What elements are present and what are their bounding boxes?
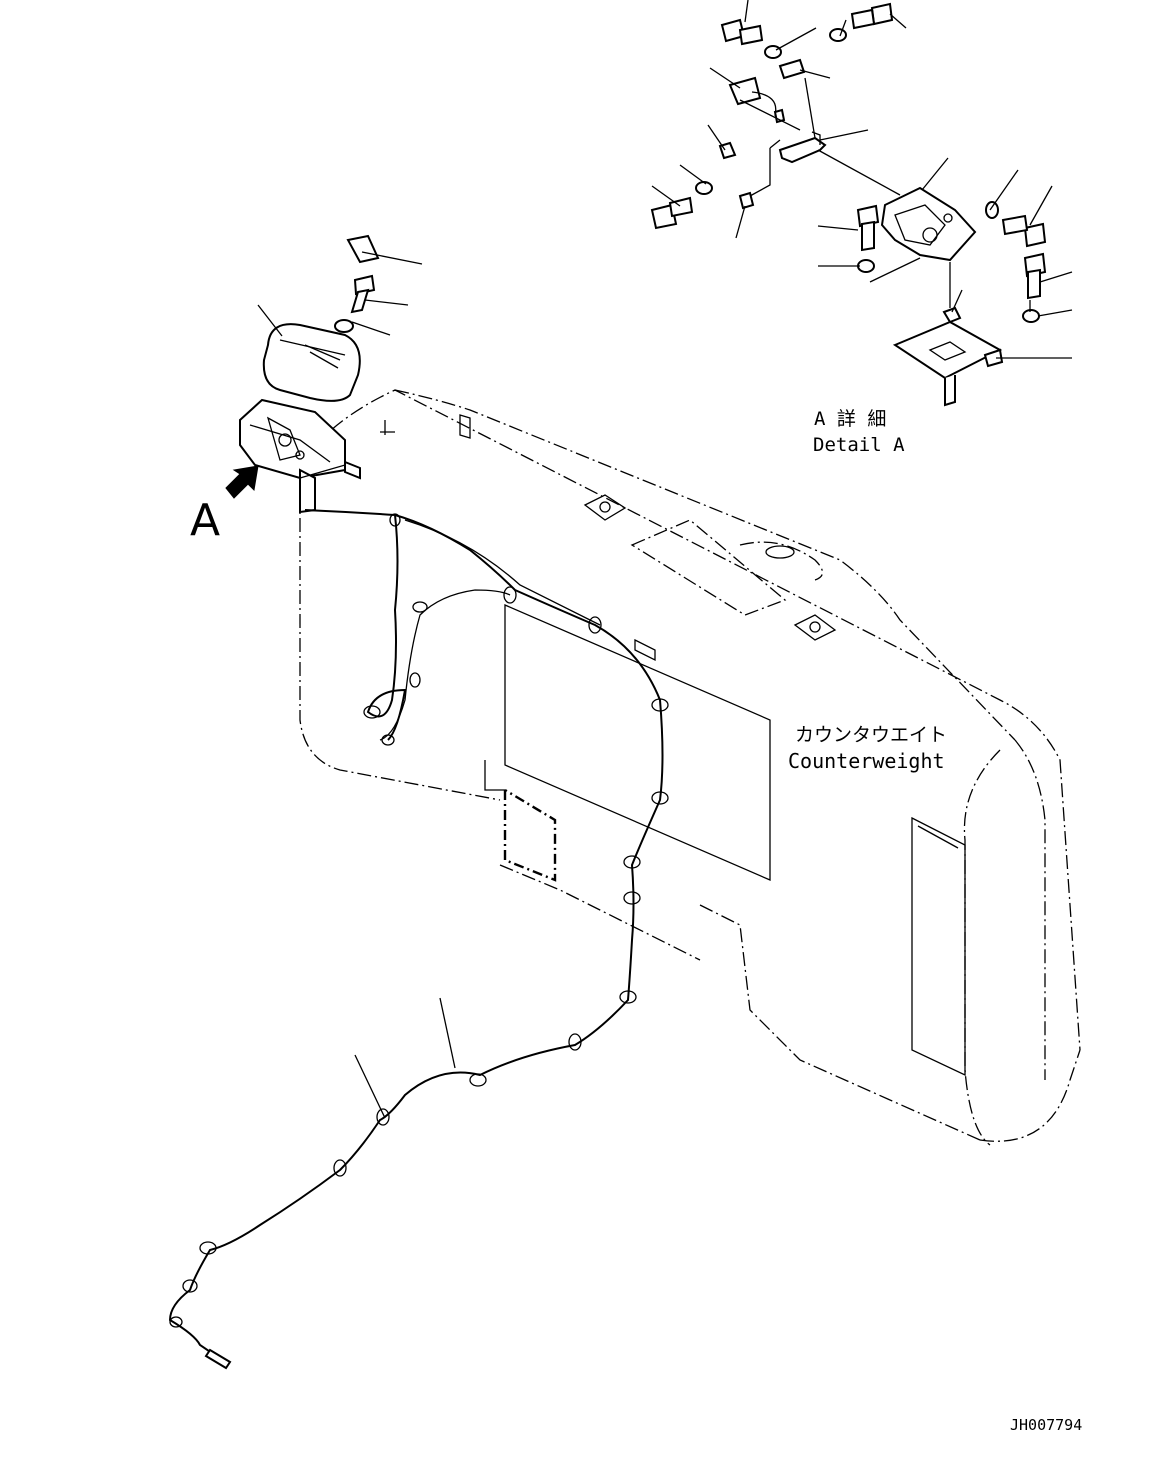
detail-title-jp: A 詳 細 bbox=[814, 408, 886, 430]
bolt-icon bbox=[856, 204, 880, 252]
drawing-id: JH007794 bbox=[1010, 1416, 1082, 1434]
washer-icon bbox=[857, 259, 875, 273]
bolt-icon bbox=[720, 18, 764, 46]
washer-icon bbox=[334, 319, 354, 333]
washer-icon bbox=[764, 45, 782, 59]
bolt-icon bbox=[650, 196, 694, 230]
washer-icon bbox=[985, 201, 999, 219]
bolt-icon bbox=[1001, 214, 1047, 248]
work-lamp-assembly bbox=[239, 234, 423, 514]
view-a-arrow-icon bbox=[225, 465, 259, 499]
wiring-harness bbox=[168, 509, 669, 1370]
harness-clip-icon bbox=[169, 513, 669, 1328]
detail-a-exploded-view bbox=[650, 0, 1073, 407]
view-a-label: A bbox=[190, 495, 220, 546]
bolt-icon bbox=[350, 274, 376, 314]
bolt-icon bbox=[1023, 252, 1047, 300]
tag-plate-icon bbox=[346, 234, 380, 264]
detail-title-en: Detail A bbox=[813, 434, 905, 456]
counterweight-outline bbox=[299, 389, 1081, 1146]
washer-icon bbox=[695, 181, 713, 195]
counterweight-label-jp: カウンタウエイト bbox=[795, 724, 947, 746]
counterweight-label-en: Counterweight bbox=[788, 749, 945, 773]
washer-icon bbox=[1022, 309, 1040, 323]
washer-icon bbox=[829, 28, 847, 42]
bolt-icon bbox=[850, 2, 894, 30]
